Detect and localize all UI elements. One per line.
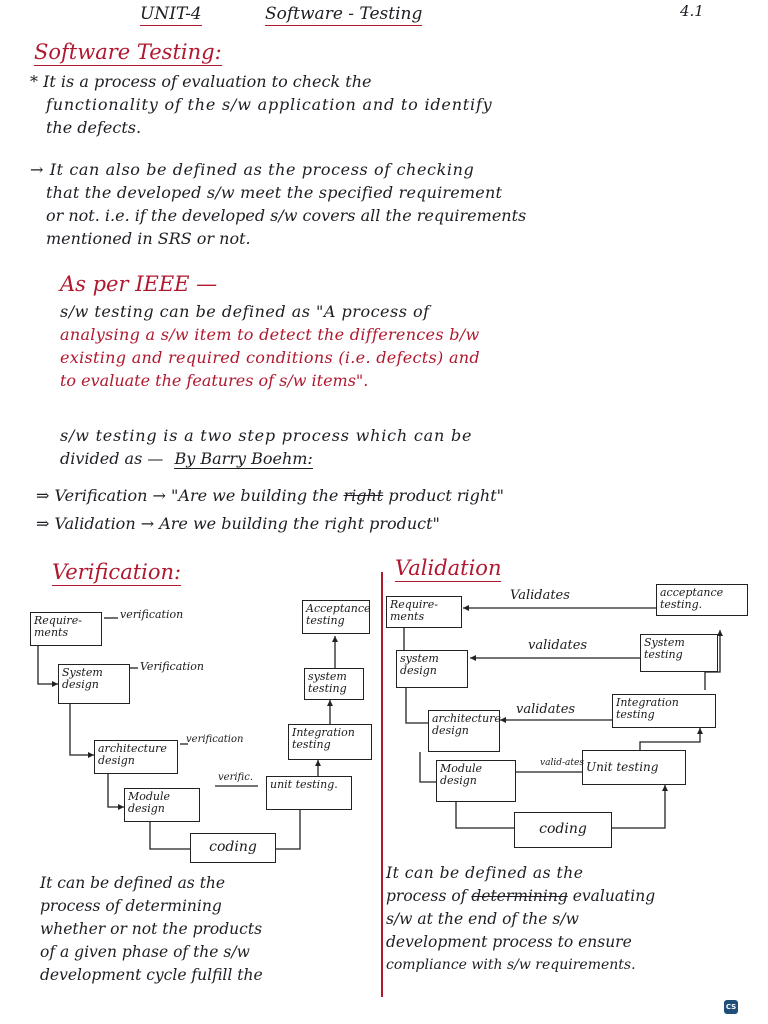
verif-def-line: of a given phase of the s/w (40, 943, 250, 961)
ieee-heading: As per IEEE — (60, 272, 218, 296)
valid-box-coding: coding (514, 812, 612, 848)
ieee-line: analysing a s/w item to detect the diffe… (60, 325, 480, 344)
verif-box-module-design: Module design (124, 788, 200, 822)
valid-def-line: It can be defined as the (386, 864, 584, 882)
valid-def-line: s/w at the end of the s/w (386, 910, 579, 928)
bullet-2-line: or not. i.e. if the developed s/w covers… (46, 206, 527, 225)
verif-def-line: process of determining (40, 897, 222, 915)
valid-box-acceptance-testing: acceptance testing. (656, 584, 748, 616)
verif-box-system-design: System design (58, 664, 130, 704)
verif-box-requirements: Require-ments (30, 612, 102, 646)
ieee-line: s/w testing can be defined as "A process… (60, 302, 430, 321)
bullet-2: → It can also be defined as the process … (30, 158, 526, 250)
verification-heading: Verification: (52, 560, 182, 586)
struck-word: right (343, 486, 384, 505)
column-divider (381, 572, 383, 997)
validation-heading: Validation (395, 556, 502, 582)
verif-box-integration-testing: Integration testing (288, 724, 372, 760)
valid-box-system-testing: System testing (640, 634, 718, 672)
section-heading-software-testing: Software Testing: (34, 40, 222, 66)
unit-label: UNIT-4 (140, 4, 202, 26)
verif-box-acceptance-testing: Acceptance testing (302, 600, 371, 634)
divided-as: divided as — (60, 449, 164, 468)
verif-def-line: It can be defined as the (40, 874, 226, 892)
validation-definition: It can be defined as the process of dete… (386, 862, 655, 977)
valid-box-integration-testing: Integration testing (612, 694, 716, 728)
valid-def-line: process of determining evaluating (386, 885, 655, 908)
verif-label-3: verification (186, 734, 244, 745)
validation-definition-line: ⇒ Validation → Are we building the right… (36, 514, 440, 533)
page-title: Software - Testing (265, 4, 423, 26)
valid-label-3: validates (516, 702, 576, 717)
page-number: 4.1 (680, 2, 704, 20)
barry-boehm: By Barry Boehm: (174, 449, 313, 469)
bullet-1-line: functionality of the s/w application and… (46, 95, 493, 114)
valid-def-line: compliance with s/w requirements. (386, 957, 636, 973)
valid-box-module-design: Module design (436, 760, 516, 802)
verif-box-system-testing: system testing (304, 668, 364, 700)
valid-def-line: development process to ensure (386, 933, 632, 951)
valid-box-requirements: Require-ments (386, 596, 462, 628)
verif-label-4: verific. (218, 772, 253, 783)
valid-box-architecture-design: architecture design (428, 710, 501, 752)
verification-suffix: product right" (388, 486, 504, 505)
valid-label-1: Validates (510, 588, 570, 603)
verif-box-unit-testing: unit testing. (266, 776, 352, 810)
valid-def-end: evaluating (572, 887, 656, 905)
bullet-1: * It is a process of evaluation to check… (30, 70, 493, 139)
two-step-line: s/w testing is a two step process which … (60, 426, 473, 445)
valid-def-struck: determining (471, 887, 568, 905)
verification-definition-line: ⇒ Verification → "Are we building the ri… (36, 484, 504, 507)
two-step-line: divided as — By Barry Boehm: (60, 447, 472, 470)
verification-prefix: ⇒ Verification → "Are we building the (36, 486, 339, 505)
verif-box-coding: coding (190, 833, 276, 863)
bullet-2-line: that the developed s/w meet the specifie… (46, 183, 503, 202)
bullet-1-line: the defects. (46, 118, 142, 137)
verif-label-1: verification (120, 608, 184, 621)
verif-box-architecture-design: architecture design (94, 740, 178, 774)
ieee-line: existing and required conditions (i.e. d… (60, 348, 480, 367)
two-step-text: s/w testing is a two step process which … (60, 424, 472, 470)
valid-def-prefix: process of (386, 887, 467, 905)
ieee-line: to evaluate the features of s/w items". (60, 371, 369, 390)
ieee-definition: s/w testing can be defined as "A process… (60, 300, 480, 392)
verif-def-line: development cycle fulfill the (40, 966, 263, 984)
valid-label-2: validates (528, 638, 588, 653)
verification-definition: It can be defined as the process of dete… (40, 872, 263, 987)
bullet-2-line: mentioned in SRS or not. (46, 229, 251, 248)
valid-box-system-design: system design (396, 650, 468, 688)
verif-def-line: whether or not the products (40, 920, 263, 938)
cs-logo-badge: CS (724, 1000, 738, 1014)
valid-label-4: valid-ates (540, 758, 584, 768)
bullet-1-line: * It is a process of evaluation to check… (30, 72, 372, 91)
bullet-2-line: → It can also be defined as the process … (30, 160, 475, 179)
verif-label-2: Verification (140, 660, 204, 673)
valid-box-unit-testing: Unit testing (582, 750, 686, 785)
